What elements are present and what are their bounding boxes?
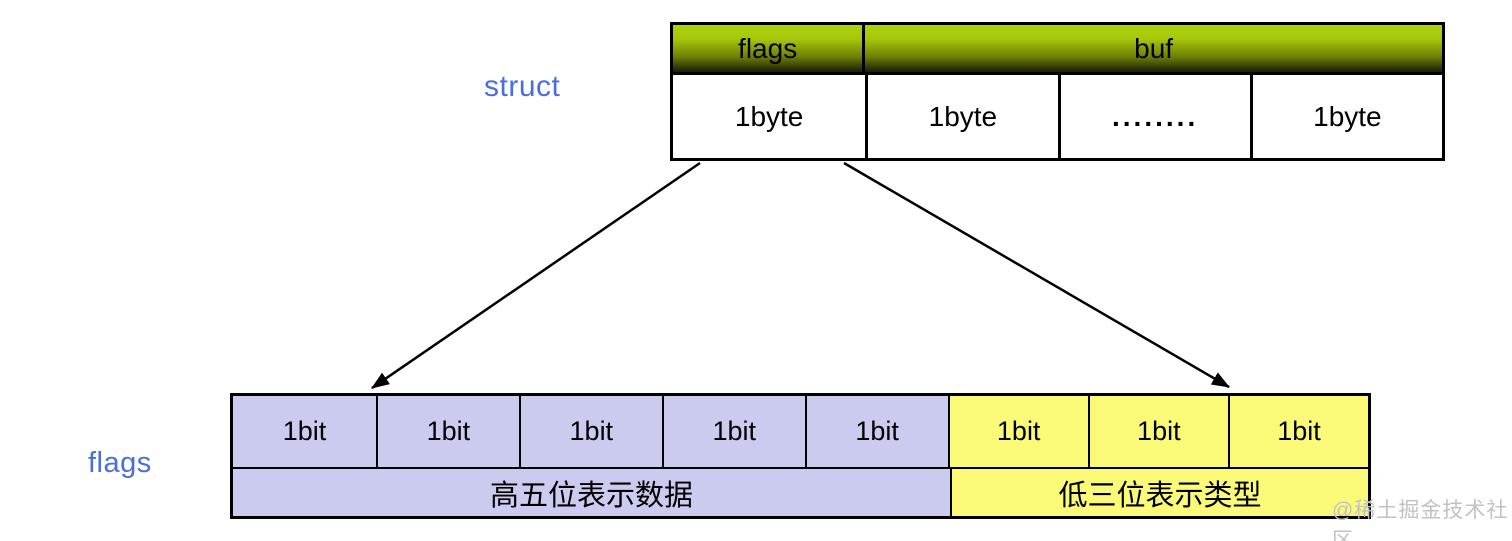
arrow-right <box>843 161 1230 389</box>
bit-cells-row: 1bit 1bit 1bit 1bit 1bit 1bit 1bit 1bit <box>233 396 1369 469</box>
byte-cell: 1byte <box>1249 75 1442 158</box>
struct-header-flags-cell: flags <box>673 25 866 72</box>
byte-cell: 1byte <box>673 75 866 158</box>
watermark-text: @稀土掘金技术社区 <box>1332 499 1509 541</box>
bit-cell-high: 1bit <box>518 396 662 467</box>
struct-layout-table: flags buf 1byte 1byte ........ 1byte <box>670 22 1445 161</box>
byte-cell: 1byte <box>865 75 1058 158</box>
high-bits-label-cell: 高五位表示数据 <box>233 469 950 516</box>
struct-side-label: struct <box>484 70 561 103</box>
bit-cell-high: 1bit <box>804 396 948 467</box>
bit-cell-low: 1bit <box>947 396 1088 467</box>
byte-cell-ellipsis: ........ <box>1057 75 1250 158</box>
bit-cell-high: 1bit <box>661 396 805 467</box>
struct-byte-row: 1byte 1byte ........ 1byte <box>673 75 1442 158</box>
arrow-left <box>371 161 701 390</box>
struct-header-buf-cell: buf <box>1134 32 1174 64</box>
low-bits-label-cell: 低三位表示类型 <box>950 469 1368 516</box>
flags-side-label: flags <box>88 447 152 479</box>
flags-bit-table: 1bit 1bit 1bit 1bit 1bit 1bit 1bit 1bit … <box>230 393 1371 519</box>
bit-cell-low: 1bit <box>1087 396 1228 467</box>
bit-cell-low: 1bit <box>1227 396 1369 467</box>
bit-group-labels-row: 高五位表示数据 低三位表示类型 <box>233 469 1368 516</box>
bit-cell-high: 1bit <box>375 396 519 467</box>
bit-cell-high: 1bit <box>233 396 376 467</box>
struct-header-row: flags buf <box>673 25 1442 75</box>
